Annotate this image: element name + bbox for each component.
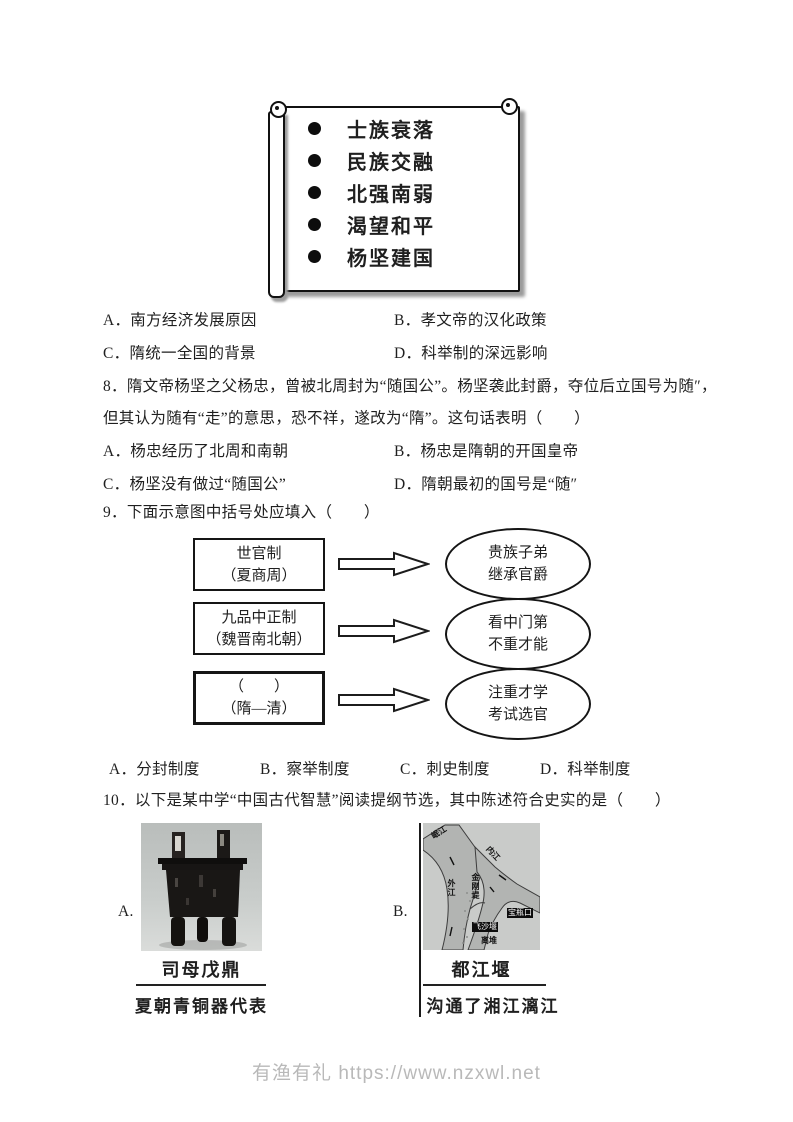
list-item: 北强南弱 [280, 176, 516, 208]
map-label-feishayan: 飞沙堰 [472, 922, 498, 932]
q7-option-d: D．科举制的深远影响 [394, 345, 548, 362]
diagram-oval-caixue: 注重才学 考试选官 [445, 668, 591, 740]
diagram-box-line: （ ） [228, 679, 289, 695]
scroll-item-label: 杨坚建国 [347, 247, 435, 270]
arrow-right-icon [338, 687, 430, 713]
scroll-item-list: 士族衰落 民族交融 北强南弱 渴望和平 杨坚建国 [280, 112, 516, 272]
q8-option-d: D．隋朝最初的国号是“随″ [394, 476, 578, 493]
q8-option-b: B．杨忠是隋朝的开国皇帝 [394, 443, 579, 460]
bullet-dot-icon [308, 249, 321, 263]
figure-a-desc: 夏朝青铜器代表 [135, 997, 268, 1016]
q9-option-b: B．察举制度 [260, 761, 350, 778]
figure-a-title: 司母戊鼎 [161, 960, 242, 980]
diagram-box-line: 世官制 [236, 545, 282, 562]
scroll-panel [280, 106, 520, 292]
list-item: 士族衰落 [280, 112, 516, 144]
q10-figure-b-label: B. [393, 903, 408, 920]
q10-figure-a-label: A. [118, 903, 134, 920]
figure-b-divider [423, 984, 546, 986]
figure-b-desc: 沟通了湘江漓江 [426, 997, 560, 1016]
scroll-item-label: 士族衰落 [347, 119, 435, 142]
q9-option-d: D．科举制度 [540, 761, 631, 778]
q10-stem: 10．以下是某中学“中国古代智慧”阅读提纲节选，其中陈述符合史实的是（ ） [103, 792, 671, 809]
bullet-dot-icon [308, 185, 321, 199]
diagram-oval-line: 继承官爵 [487, 567, 548, 583]
q8-stem-line2: 但其认为随有“走”的意思，恐不祥，遂改为“隋”。这句话表明（ ） [103, 410, 590, 427]
dujiangyan-map: 岷江 内江 外江 金刚堤 宝瓶口 飞沙堰 离堆 [422, 823, 541, 951]
q7-option-c: C．隋统一全国的背景 [103, 345, 256, 362]
diagram-box-jiupin: 九品中正制 （魏晋南北朝） [193, 602, 325, 655]
diagram-oval-line: 注重才学 [487, 685, 548, 701]
diagram-box-line: 九品中正制 [221, 609, 297, 626]
diagram-oval-guizu: 贵族子弟 继承官爵 [445, 528, 591, 600]
q9-stem: 9．下面示意图中括号处应填入（ ） [103, 504, 380, 521]
scroll-curl-icon [501, 98, 518, 115]
diagram-oval-line: 贵族子弟 [487, 545, 548, 561]
q7-option-b: B．孝文帝的汉化政策 [394, 312, 547, 329]
diagram-box-line: （隋—清） [221, 701, 297, 717]
diagram-box-shiguanzhi: 世官制 （夏商周） [193, 538, 325, 591]
diagram-box-blank: （ ） （隋—清） [193, 671, 325, 725]
diagram-oval-line: 不重才能 [487, 637, 548, 653]
q9-option-c: C．刺史制度 [400, 761, 490, 778]
footer-watermark: 有渔有礼 https://www.nzxwl.net [252, 1063, 541, 1084]
bullet-dot-icon [308, 153, 321, 167]
map-label-lidui: 离堆 [481, 936, 497, 945]
diagram-box-line: （魏晋南北朝） [206, 631, 312, 648]
diagram-oval-menfirst: 看中门第 不重才能 [445, 598, 591, 670]
map-label-waijiang: 外江 [447, 879, 456, 897]
scroll-curl-icon [270, 101, 287, 118]
scroll-item-label: 民族交融 [347, 151, 435, 174]
scroll-item-label: 渴望和平 [347, 215, 435, 238]
figure-divider-line [419, 823, 421, 1017]
diagram-box-line: （夏商周） [221, 567, 297, 584]
list-item: 杨坚建国 [280, 240, 516, 272]
figure-b-title: 都江堰 [451, 960, 512, 980]
map-label-jingangdi: 金刚堤 [471, 873, 480, 900]
list-item: 渴望和平 [280, 208, 516, 240]
diagram-oval-line: 考试选官 [487, 707, 548, 723]
figure-a-divider [136, 984, 266, 986]
bronze-ding-graphic [141, 823, 262, 951]
q7-option-a: A．南方经济发展原因 [103, 312, 257, 329]
arrow-right-icon [338, 551, 430, 577]
q8-option-c: C．杨坚没有做过“随国公” [103, 476, 286, 493]
map-label-baopingkou: 宝瓶口 [507, 908, 533, 918]
scroll-item-label: 北强南弱 [347, 183, 435, 206]
q8-option-a: A．杨忠经历了北周和南朝 [103, 443, 289, 460]
bronze-ding-photo [141, 823, 262, 951]
q8-stem-line1: 8．隋文帝杨坚之父杨忠，曾被北周封为“随国公”。杨坚袭此封爵，夺位后立国号为随″… [103, 378, 717, 395]
arrow-right-icon [338, 618, 430, 644]
bullet-dot-icon [308, 217, 321, 231]
bullet-dot-icon [308, 121, 321, 135]
diagram-oval-line: 看中门第 [487, 615, 548, 631]
list-item: 民族交融 [280, 144, 516, 176]
scroll-note-figure: 士族衰落 民族交融 北强南弱 渴望和平 杨坚建国 [266, 98, 520, 300]
q9-option-a: A．分封制度 [109, 761, 200, 778]
